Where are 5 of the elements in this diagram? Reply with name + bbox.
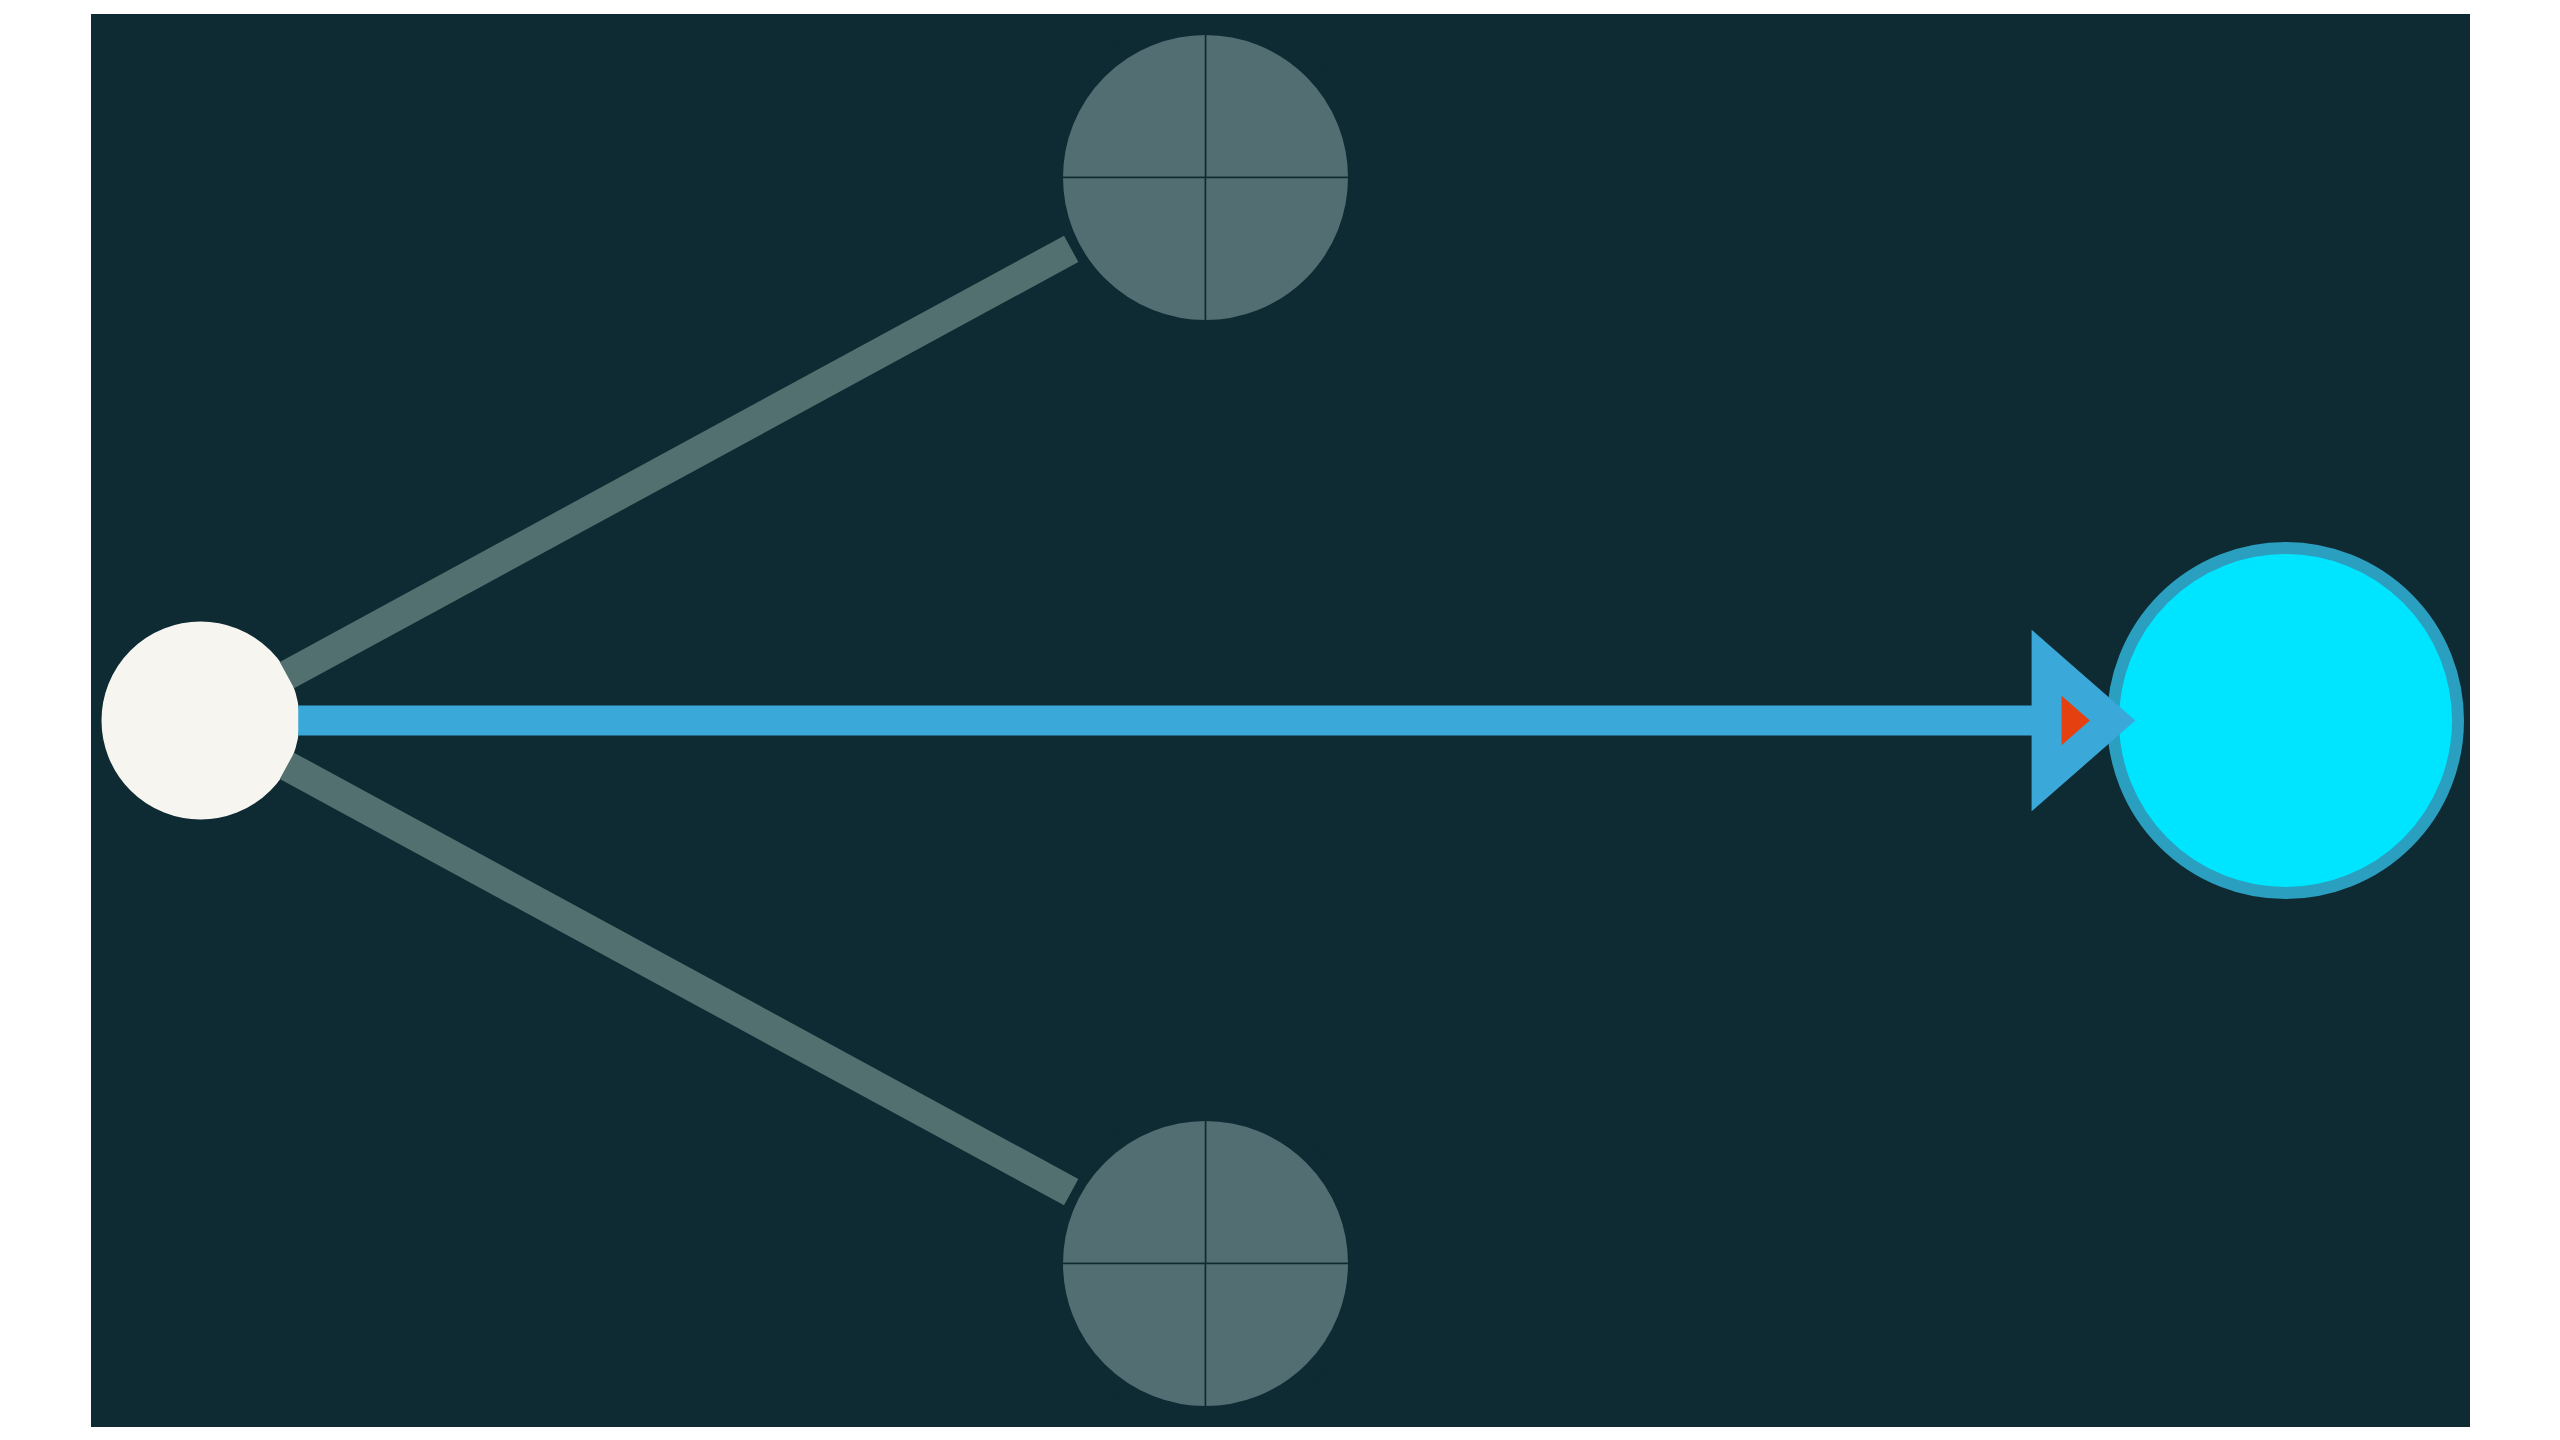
node-circle xyxy=(101,621,299,819)
connector xyxy=(279,235,1078,688)
connector xyxy=(279,752,1078,1205)
node-circle xyxy=(2106,541,2464,899)
arrow xyxy=(297,629,2135,811)
